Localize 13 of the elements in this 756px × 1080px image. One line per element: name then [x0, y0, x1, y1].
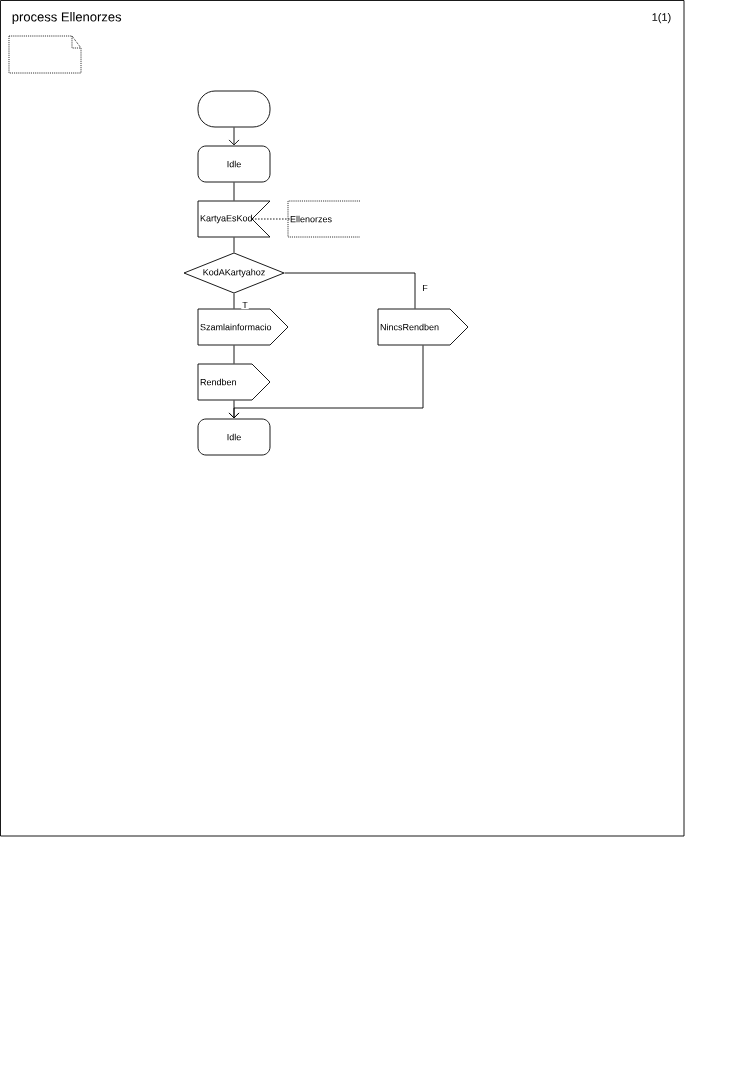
comment-box: Ellenorzes: [287, 200, 361, 238]
page-number: 1(1): [652, 12, 671, 24]
edge-label: F: [421, 283, 429, 293]
connector-line: [233, 237, 235, 253]
connector-line: [284, 272, 416, 309]
connector-line: [233, 345, 235, 364]
connector-line: [233, 293, 235, 309]
title: process Ellenorzes: [12, 11, 122, 25]
arrow: [228, 127, 240, 146]
arrow: [228, 345, 424, 419]
start-symbol: [197, 90, 271, 128]
connector-line: [233, 182, 235, 201]
edge-label: T: [241, 300, 249, 310]
